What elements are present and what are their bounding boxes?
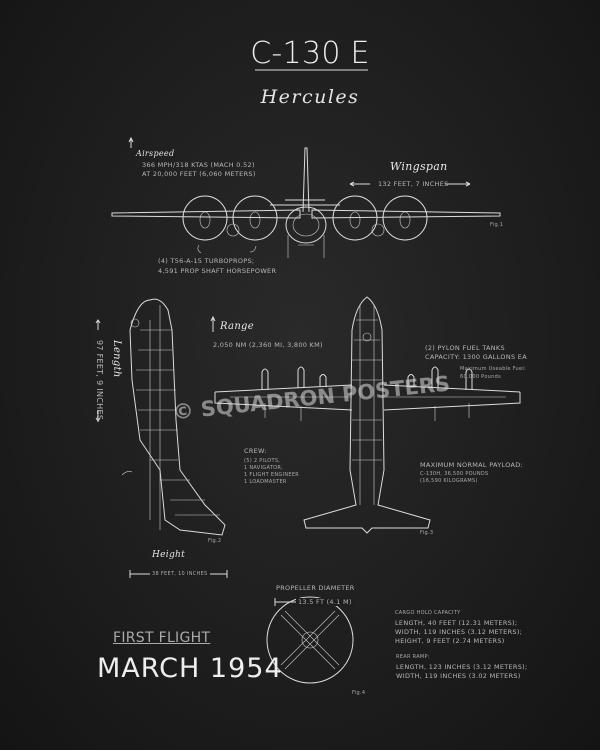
height-value: 38 FEET, 10 INCHES: [150, 571, 210, 577]
propeller-drawing: [266, 596, 354, 684]
fig-label: Fig.4: [352, 690, 366, 696]
cargo-label: CARGO HOLD CAPACITY: [395, 610, 461, 616]
fuel-line2: CAPACITY: 1300 GALLONS EA: [425, 353, 527, 361]
crew-line: 1 FLIGHT ENGINEER: [244, 472, 300, 478]
aircraft-subtitle: Hercules: [260, 86, 360, 108]
crew-line: 1 NAVIGATOR,: [244, 465, 284, 471]
front-view-drawing: [111, 136, 501, 258]
aircraft-title: C-130 E: [250, 36, 370, 71]
airspeed-line1: 366 MPH/318 KTAS (MACH 0.52): [142, 161, 255, 169]
payload-line1: C-130H, 36,500 POUNDS: [420, 471, 489, 477]
ramp-line: LENGTH, 123 INCHES (3.12 METERS);: [396, 663, 528, 671]
range-value: 2,050 NM (2,360 MI, 3,800 KM): [213, 341, 323, 349]
fig-label: Fig.3: [420, 530, 434, 536]
fig-label: Fig.2: [208, 538, 222, 544]
fuel-line1: (2) PYLON FUEL TANKS: [425, 344, 505, 352]
length-label: Length: [111, 340, 122, 378]
ramp-label: REAR RAMP:: [396, 654, 430, 660]
propeller-label: PROPELLER DIAMETER: [276, 584, 355, 592]
crew-label: CREW:: [244, 447, 267, 455]
first-flight-date: MARCH 1954: [97, 653, 283, 684]
crew-line: (5) 2 PILOTS,: [244, 458, 281, 464]
cargo-line: LENGTH, 40 FEET (12.31 METERS);: [395, 619, 518, 627]
length-value: 97 FEET, 9 INCHES: [95, 340, 104, 421]
wingspan-value: 132 FEET, 7 INCHES: [378, 180, 449, 188]
cargo-line: WIDTH, 119 INCHES (3.12 METERS);: [395, 628, 523, 636]
cargo-line: HEIGHT, 9 FEET (2.74 METERS): [395, 637, 505, 645]
first-flight-label: FIRST FLIGHT: [113, 630, 211, 646]
engines-line2: 4,591 PROP SHAFT HORSEPOWER: [158, 267, 277, 275]
top-view-drawing: [210, 296, 521, 534]
propeller-value: 13.5 FT (4.1 M): [296, 598, 354, 606]
wingspan-label: Wingspan: [390, 160, 448, 173]
fig-label: Fig.1: [490, 222, 504, 228]
payload-line2: (16,590 KILOGRAMS): [420, 478, 478, 484]
airspeed-line2: AT 20,000 FEET (6,060 METERS): [142, 170, 256, 178]
ramp-line: WIDTH, 119 INCHES (3.02 METERS): [396, 672, 521, 680]
height-label: Height: [152, 550, 186, 560]
engines-line1: (4) T56-A-15 TURBOPROPS;: [158, 257, 255, 265]
fuel-line4: 60,000 Pounds: [460, 374, 501, 380]
airspeed-label: Airspeed: [136, 149, 175, 158]
fuel-line3: Maximum Useable Fuel:: [460, 366, 527, 372]
payload-label: MAXIMUM NORMAL PAYLOAD:: [420, 461, 524, 469]
range-label: Range: [220, 321, 254, 332]
crew-line: 1 LOADMASTER: [244, 479, 287, 485]
